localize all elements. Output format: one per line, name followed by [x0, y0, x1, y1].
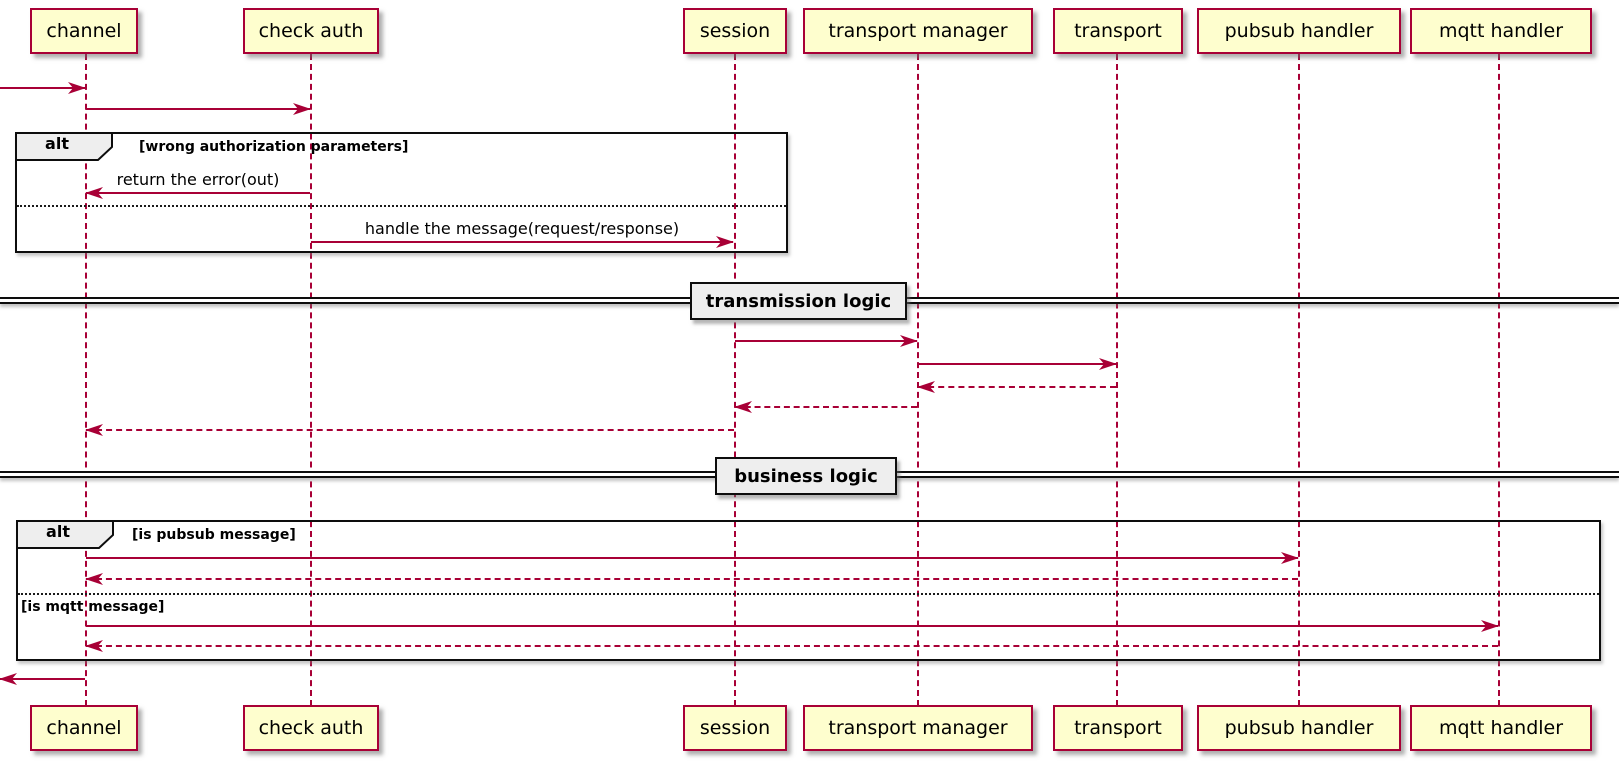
lifeline-check-auth	[310, 54, 312, 706]
participant-label: check auth	[258, 20, 364, 42]
alt-else-separator	[17, 205, 786, 207]
arrow-mqtt-handler-to-channel-return	[85, 640, 1498, 652]
lifeline-channel	[85, 54, 87, 706]
alt-condition-pubsub: [is pubsub message]	[132, 527, 296, 543]
participant-label: transport manager	[828, 717, 1008, 739]
participant-label: transport	[1074, 717, 1162, 739]
participant-label: channel	[46, 20, 122, 42]
alt-else-separator	[18, 593, 1599, 595]
participant-top-mqtt-handler: mqtt handler	[1410, 8, 1592, 54]
arrow-session-to-channel-return	[85, 424, 734, 436]
arrow-external-to-channel	[0, 82, 86, 94]
lifeline-transport-manager	[917, 54, 919, 706]
alt-frame-tab: alt	[16, 520, 116, 549]
arrowhead-icon	[68, 82, 86, 94]
lifeline-pubsub-handler	[1298, 54, 1300, 706]
alt-frame-keyword: alt	[46, 522, 70, 541]
participant-label: channel	[46, 717, 122, 739]
alt-pentagon-icon	[15, 132, 113, 161]
participant-top-session: session	[683, 8, 787, 54]
lifeline-transport	[1116, 54, 1118, 706]
arrowhead-icon	[734, 401, 752, 413]
message-label-return-error: return the error(out)	[116, 170, 280, 189]
participant-bottom-transport-manager: transport manager	[803, 705, 1033, 751]
alt-frame-tab: alt	[15, 132, 115, 161]
arrow-pubsub-handler-to-channel-return	[85, 573, 1298, 585]
participant-label: pubsub handler	[1224, 20, 1374, 42]
arrowhead-icon	[1099, 358, 1117, 370]
arrowhead-icon	[293, 103, 311, 115]
participant-label: transport	[1074, 20, 1162, 42]
alt-pentagon-icon	[16, 520, 114, 549]
participant-label: pubsub handler	[1224, 717, 1374, 739]
arrow-check-auth-to-channel	[85, 187, 310, 199]
divider-business-logic: business logic	[715, 457, 897, 495]
arrow-transport-manager-to-transport	[918, 358, 1117, 370]
participant-top-transport: transport	[1053, 8, 1183, 54]
arrow-channel-to-check-auth	[86, 103, 311, 115]
arrow-channel-to-pubsub-handler	[86, 552, 1299, 564]
alt-condition-wrong-auth: [wrong authorization parameters]	[139, 139, 409, 155]
lifeline-session	[734, 54, 736, 706]
participant-label: session	[699, 20, 771, 42]
arrowhead-icon	[85, 424, 103, 436]
arrow-session-to-transport-manager	[735, 335, 918, 347]
participant-label: session	[699, 717, 771, 739]
participant-bottom-pubsub-handler: pubsub handler	[1197, 705, 1401, 751]
arrow-transport-manager-to-session-return	[734, 401, 917, 413]
alt-frame-message-type: alt [is pubsub message] [is mqtt message…	[16, 520, 1601, 661]
participant-bottom-session: session	[683, 705, 787, 751]
arrow-channel-to-external	[0, 673, 85, 685]
participant-label: mqtt handler	[1438, 717, 1564, 739]
participant-bottom-channel: channel	[30, 705, 138, 751]
message-label-handle-message: handle the message(request/response)	[364, 219, 680, 238]
participant-bottom-check-auth: check auth	[243, 705, 379, 751]
participant-label: check auth	[258, 717, 364, 739]
arrow-channel-to-mqtt-handler	[86, 620, 1499, 632]
lifeline-mqtt-handler	[1498, 54, 1500, 706]
alt-frame-keyword: alt	[45, 134, 69, 153]
participant-bottom-transport: transport	[1053, 705, 1183, 751]
participant-top-channel: channel	[30, 8, 138, 54]
alt-condition-mqtt: [is mqtt message]	[21, 599, 165, 615]
participant-bottom-mqtt-handler: mqtt handler	[1410, 705, 1592, 751]
arrowhead-icon	[900, 335, 918, 347]
participant-top-transport-manager: transport manager	[803, 8, 1033, 54]
participant-label: transport manager	[828, 20, 1008, 42]
participant-top-pubsub-handler: pubsub handler	[1197, 8, 1401, 54]
participant-top-check-auth: check auth	[243, 8, 379, 54]
arrowhead-icon	[917, 381, 935, 393]
arrow-check-auth-to-session	[311, 236, 734, 248]
divider-transmission-logic: transmission logic	[690, 282, 907, 320]
arrow-transport-to-transport-manager-return	[917, 381, 1116, 393]
arrowhead-icon	[0, 673, 17, 685]
participant-label: mqtt handler	[1438, 20, 1564, 42]
alt-frame-auth: alt [wrong authorization parameters]	[15, 132, 788, 253]
